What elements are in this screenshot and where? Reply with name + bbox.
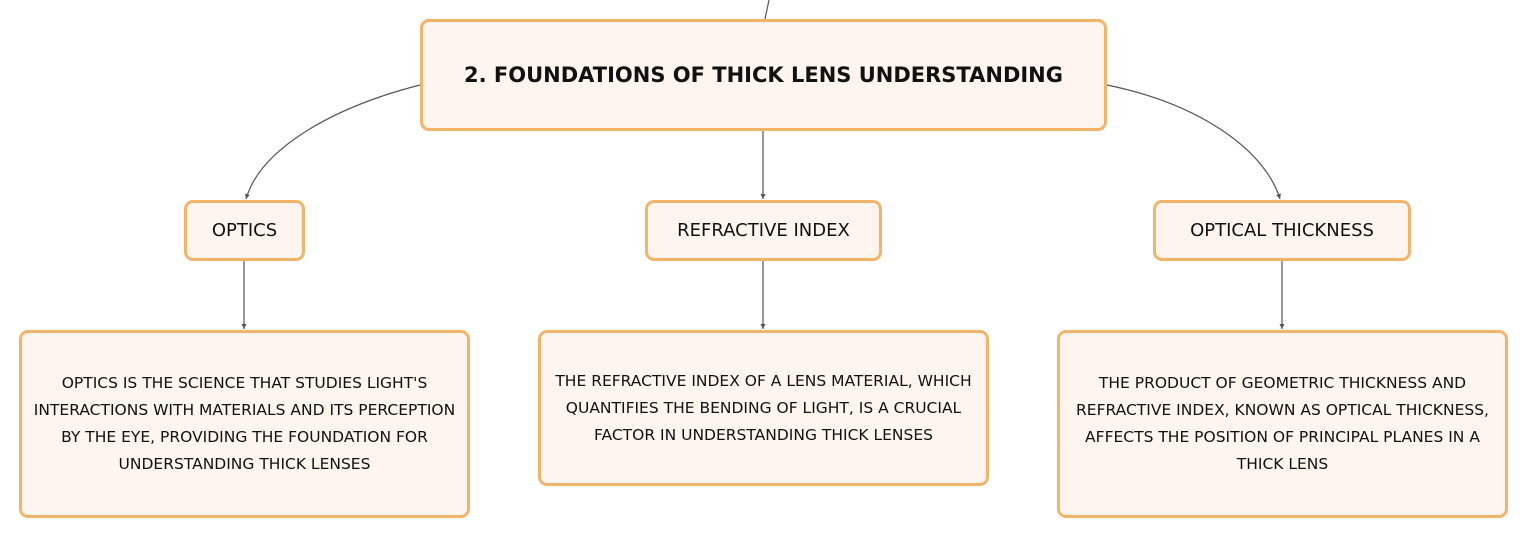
description-node-optics[interactable]: OPTICS IS THE SCIENCE THAT STUDIES LIGHT… <box>19 330 470 518</box>
topic-node-optical-thickness[interactable]: OPTICAL THICKNESS <box>1153 200 1411 261</box>
topic-node-optics[interactable]: OPTICS <box>184 200 305 261</box>
connector-root-to-optical-thickness <box>1106 84 1281 200</box>
description-text-optical-thickness: THE PRODUCT OF GEOMETRIC THICKNESS AND R… <box>1076 374 1489 473</box>
topic-label-refractive-index: REFRACTIVE INDEX <box>677 220 850 241</box>
description-text-refractive-index: THE REFRACTIVE INDEX OF A LENS MATERIAL,… <box>555 371 972 444</box>
root-title: 2. FOUNDATIONS OF THICK LENS UNDERSTANDI… <box>463 63 1063 87</box>
incoming-parent-connector <box>764 0 770 20</box>
topic-label-optics: OPTICS <box>211 220 278 241</box>
topic-node-refractive-index[interactable]: REFRACTIVE INDEX <box>645 200 882 261</box>
root-node[interactable]: 2. FOUNDATIONS OF THICK LENS UNDERSTANDI… <box>420 19 1107 131</box>
description-node-optical-thickness[interactable]: THE PRODUCT OF GEOMETRIC THICKNESS AND R… <box>1057 330 1508 518</box>
description-text-optics: OPTICS IS THE SCIENCE THAT STUDIES LIGHT… <box>33 374 456 473</box>
description-node-refractive-index[interactable]: THE REFRACTIVE INDEX OF A LENS MATERIAL,… <box>538 330 989 486</box>
topic-label-optical-thickness: OPTICAL THICKNESS <box>1190 220 1374 241</box>
connector-root-to-optics <box>244 84 421 200</box>
